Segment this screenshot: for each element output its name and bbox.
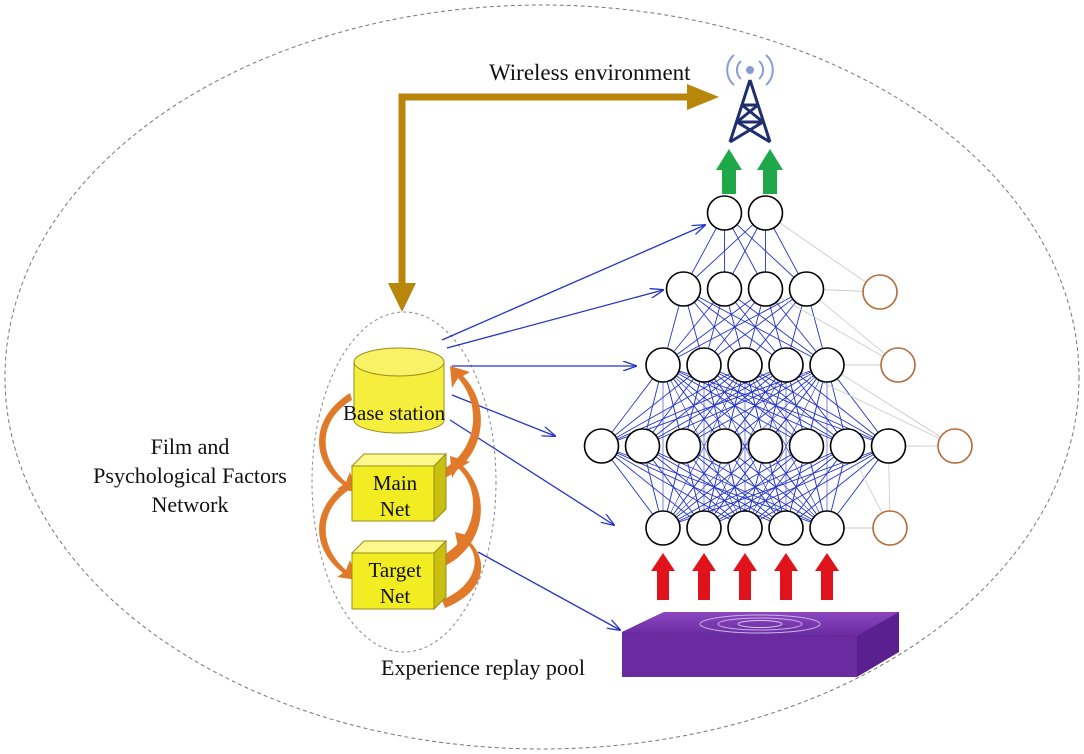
neuron (788, 271, 825, 307)
main-net-label-line1: Main (372, 471, 418, 495)
neuron (727, 510, 763, 546)
network-connection (785, 445, 889, 529)
target-net-label-line1: Target (368, 558, 422, 582)
neuron (870, 428, 907, 464)
input-arrow (733, 553, 757, 600)
input-arrow (815, 553, 839, 600)
neuron (686, 347, 722, 383)
inactive-connection (785, 364, 956, 447)
inactive-connection (806, 288, 899, 366)
network-label-line2: Psychological Factors (93, 463, 287, 488)
network-connection (703, 288, 807, 366)
base-station-label: Base station (343, 401, 446, 425)
neuron (706, 428, 743, 464)
neuron (768, 347, 804, 383)
neuron (747, 271, 784, 307)
neuron (583, 428, 620, 464)
cube-icon (350, 539, 448, 611)
inactive-connection (826, 364, 956, 447)
neuron (829, 428, 866, 464)
cube-icon (350, 452, 448, 523)
network-label-line1: Film and (150, 434, 230, 459)
network-connection (683, 212, 766, 290)
network-connection (744, 364, 828, 529)
input-arrows (651, 553, 839, 600)
network-label-line3: Network (151, 492, 229, 517)
target-net-label: Target Net (352, 557, 438, 609)
inactive-connection (765, 212, 881, 293)
neuron (706, 195, 743, 231)
inactive-neuron (880, 347, 916, 383)
network-label: Film and Psychological Factors Network (70, 432, 310, 519)
input-arrow (774, 553, 798, 600)
neuron (727, 347, 763, 383)
neuron (768, 510, 804, 546)
inactive-neuron (862, 274, 898, 310)
database-cylinder-icon (353, 347, 445, 434)
network-connection (662, 288, 807, 366)
neuron (645, 510, 681, 546)
neuron (665, 271, 702, 307)
neuron (747, 428, 784, 464)
experience-replay-pool-label: Experience replay pool (381, 655, 586, 680)
neuron (624, 428, 661, 464)
neuron (645, 347, 681, 383)
neuron (706, 271, 743, 307)
network-connection (662, 364, 746, 529)
antenna-tower-icon (726, 54, 774, 144)
replay-pool-icon (622, 612, 899, 677)
outer-boundary (4, 4, 1080, 750)
inactive-connection (765, 288, 899, 366)
agent-boundary (311, 311, 497, 653)
feedback-arrow (388, 84, 719, 312)
network-neurons (583, 195, 973, 546)
neuron (809, 510, 845, 546)
network-connection (601, 364, 705, 447)
input-arrow (692, 553, 716, 600)
main-net-label: Main Net (352, 470, 438, 522)
network-connection (662, 288, 766, 366)
network-connection (662, 364, 828, 529)
output-arrows (716, 149, 783, 194)
input-arrow (651, 553, 675, 600)
inactive-neuron (872, 510, 908, 546)
curved-arrows (319, 366, 482, 608)
wireless-environment-label: Wireless environment (489, 60, 691, 85)
neuron (665, 428, 702, 464)
main-net-label-line2: Net (379, 497, 411, 521)
inactive-neuron (937, 428, 973, 464)
target-net-label-line2: Net (379, 584, 411, 608)
neuron (809, 347, 845, 383)
neuron (788, 428, 825, 464)
agent-to-network-arrows (441, 225, 705, 630)
neuron (747, 195, 784, 231)
neuron (686, 510, 722, 546)
